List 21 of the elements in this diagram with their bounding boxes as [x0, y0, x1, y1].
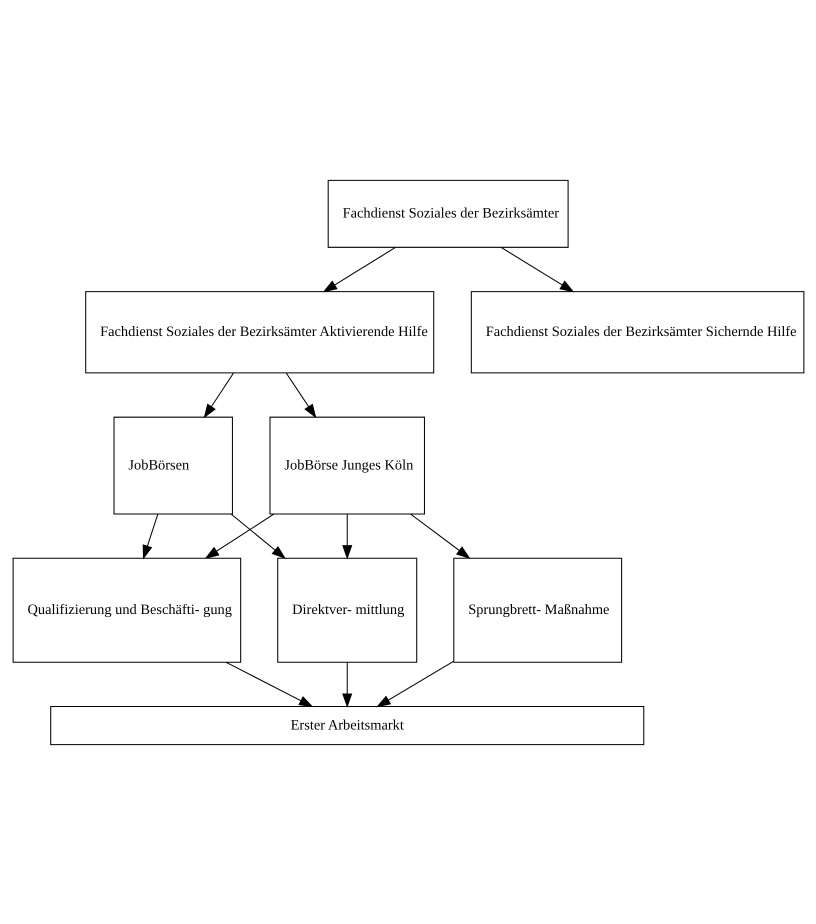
- arrow: [342, 514, 352, 560]
- node-box: Fachdienst Soziales der Bezirksämter: [327, 179, 568, 248]
- arrow: [342, 662, 352, 708]
- arrow: [410, 513, 470, 558]
- node-box: JobBörsen: [113, 416, 232, 514]
- arrow: [230, 513, 286, 559]
- arrow: [322, 246, 395, 292]
- node-box: Qualifizierung und Beschäfti- gung: [12, 557, 241, 662]
- node-box: Direktver- mittlung: [276, 557, 417, 662]
- node-box: Erster Arbeitsmarkt: [50, 706, 644, 745]
- node-box: JobBörse Junges Köln: [269, 416, 424, 514]
- arrow: [204, 513, 274, 558]
- arrow: [500, 246, 574, 292]
- arrow: [285, 372, 316, 418]
- node-box: Fachdienst Soziales der Bezirksämter Sichernde Hilfe: [470, 290, 804, 373]
- arrow: [142, 513, 158, 560]
- arrow: [225, 661, 313, 707]
- node-box: Fachdienst Soziales der Bezirksämter Aktivierende Hilfe: [84, 290, 434, 373]
- node-box: Sprungbrett- Maßnahme: [452, 557, 622, 662]
- arrow: [203, 372, 234, 418]
- arrow: [376, 660, 454, 707]
